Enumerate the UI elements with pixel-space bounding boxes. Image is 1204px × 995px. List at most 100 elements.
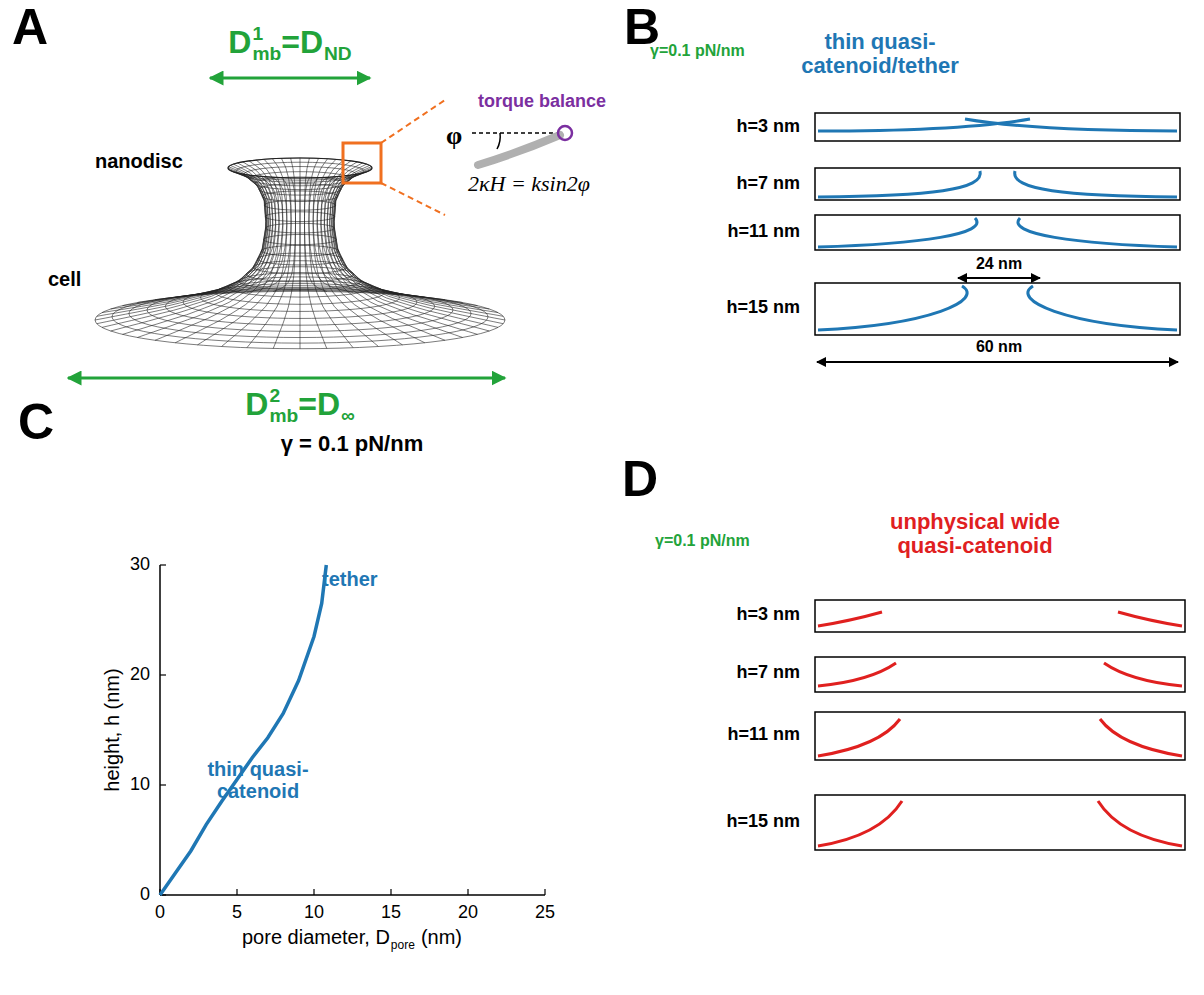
parameter-label: γ=0.1 pN/nm [655, 532, 750, 550]
angle-symbol: φ [446, 122, 462, 151]
drawing-stroke [97, 167, 266, 317]
dimension-label: 24 nm [976, 255, 1022, 273]
tick-label: 10 [304, 903, 324, 923]
drawing-stroke [313, 889, 314, 895]
catenoid-mesh [95, 158, 505, 349]
drawing-stroke [222, 177, 287, 346]
drawing-stroke [818, 218, 977, 247]
drawing-stroke [390, 889, 391, 895]
plot-title: γ = 0.1 pN/nm [281, 432, 423, 456]
drawing-stroke [815, 657, 1185, 692]
parameter-label: γ=0.1 pN/nm [650, 42, 745, 60]
series-title: unphysical wide quasi-catenoid [860, 510, 1090, 558]
superscript: 2 [269, 386, 298, 406]
height-label: h=11 nm [727, 222, 800, 242]
drawing-stroke [1098, 801, 1182, 846]
drawing-stroke [236, 889, 237, 895]
drawing-stroke [175, 160, 279, 297]
height-label: h=3 nm [736, 117, 800, 137]
zoom-box [343, 143, 381, 183]
height-label: h=15 nm [726, 298, 800, 318]
panel-letter: D [622, 452, 658, 507]
dimension-arrow [210, 77, 370, 80]
drawing-stroke [815, 600, 1185, 632]
dimension-arrow [817, 361, 1178, 363]
drawing-stroke [321, 160, 425, 297]
reference-line [472, 132, 562, 134]
drawing-stroke [160, 784, 166, 785]
drawing-stroke [815, 113, 1180, 141]
drawing-stroke [317, 177, 402, 345]
script-stack: pore [391, 926, 415, 951]
tick-label: 20 [130, 665, 150, 685]
zoom-line [381, 183, 445, 215]
drawing-stroke [273, 178, 295, 349]
drawing-stroke [815, 712, 1185, 760]
drawing-stroke [137, 174, 272, 337]
drawing-stroke [111, 172, 269, 331]
angle-arc [497, 133, 500, 149]
drawing-stroke [1100, 719, 1182, 756]
drawing-stroke [332, 172, 490, 331]
drawing-stroke [313, 177, 378, 346]
axis-title: pore diameter, Dpore (nm) [242, 926, 462, 951]
drawing-stroke [815, 215, 1180, 250]
drawing-stroke [327, 174, 462, 337]
drawing-stroke [123, 163, 271, 306]
tick-label: 5 [232, 903, 242, 923]
subscript: ∞ [341, 406, 355, 426]
drawing-stroke [818, 719, 900, 756]
height-label: h=7 nm [736, 663, 800, 683]
label-part: pore diameter, D [242, 926, 390, 948]
data-curve [160, 565, 326, 895]
drawing-stroke [160, 564, 166, 565]
superscript: 1 [252, 24, 281, 44]
dimension-label: 60 nm [976, 338, 1022, 356]
drawing-stroke [818, 171, 980, 197]
tick-label: 0 [140, 885, 150, 905]
drawing-stroke [137, 162, 272, 303]
height-label: h=15 nm [726, 812, 800, 832]
part-label: nanodisc [95, 150, 183, 172]
axis-ticks [160, 565, 545, 895]
tick-label: 20 [458, 903, 478, 923]
drawing-stroke [1118, 612, 1182, 626]
membrane-edge [478, 135, 560, 165]
drawing-stroke [818, 612, 882, 626]
drawing-stroke [1015, 171, 1177, 197]
drawing-stroke [160, 894, 545, 896]
drawing-stroke [467, 889, 468, 895]
tick-label: 30 [130, 555, 150, 575]
height-label: h=11 nm [727, 725, 800, 745]
drawing-stroke [818, 286, 967, 330]
plot-axes [160, 565, 545, 895]
drawing-stroke [247, 158, 291, 292]
drawing-stroke [1104, 663, 1182, 686]
subscript: mb [269, 406, 298, 426]
script-stack: ∞ [341, 386, 355, 426]
height-label: h=3 nm [736, 605, 800, 625]
drawing-stroke [818, 663, 896, 686]
drawing-stroke [222, 159, 287, 294]
drawing-stroke [1018, 218, 1177, 247]
drawing-stroke [102, 165, 267, 312]
drawing-stroke [330, 173, 478, 334]
tick-label: 0 [155, 903, 165, 923]
part-label: cell [48, 268, 81, 290]
hinge-circle [558, 126, 572, 140]
drawing-stroke [305, 178, 327, 349]
dimension-arrow [68, 377, 505, 380]
drawing-stroke [228, 158, 372, 178]
equation: 2κH = ksin2φ [468, 172, 590, 196]
drawing-stroke [175, 176, 279, 343]
curve-label: thin quasi-catenoid [183, 758, 333, 802]
label-part: D [245, 386, 268, 422]
drawing-stroke [198, 177, 283, 345]
drawing-stroke [815, 283, 1180, 335]
label-part: (nm) [421, 926, 462, 948]
drawing-stroke [198, 159, 283, 295]
drawing-stroke [1028, 286, 1177, 330]
subscript: pore [391, 939, 415, 952]
dimension-label: D2mb=D∞ [245, 386, 354, 426]
